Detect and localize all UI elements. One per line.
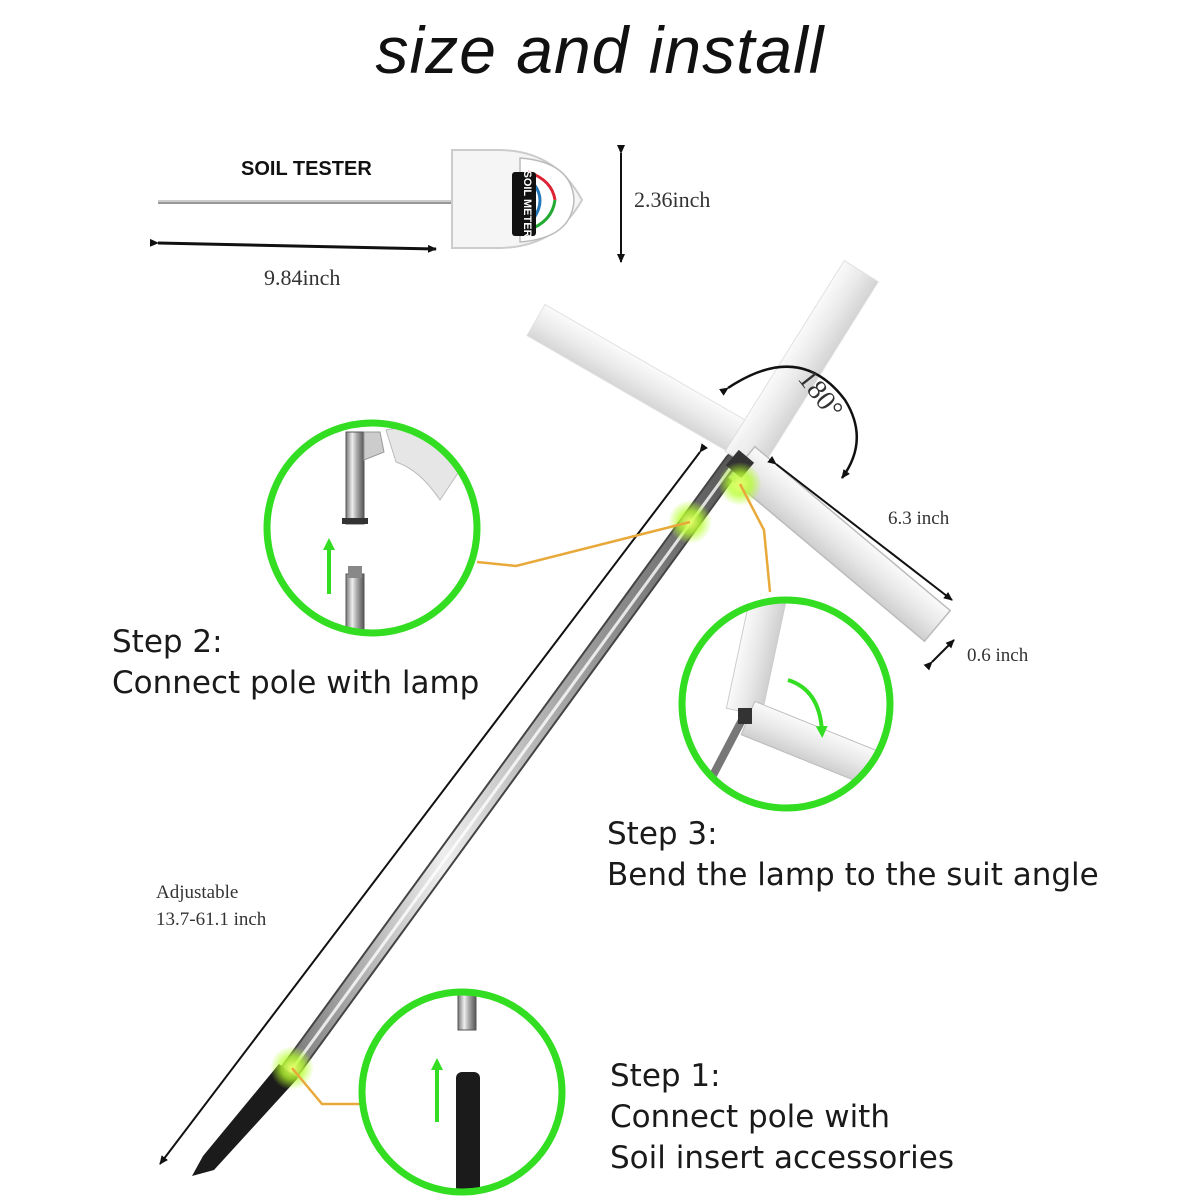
lamp-width-label: 0.6 inch bbox=[967, 645, 1029, 666]
step3-text: Step 3: Bend the lamp to the suit angle bbox=[607, 814, 1099, 896]
adjustable-range-label: 13.7-61.1 inch bbox=[156, 909, 267, 930]
step1-text: Step 1: Connect pole with Soil insert ac… bbox=[610, 1056, 954, 1179]
tester-length-label: 9.84inch bbox=[264, 265, 341, 290]
step1-line1: Connect pole with bbox=[610, 1099, 890, 1135]
meter-label-plate bbox=[512, 172, 536, 236]
lamp-width-dimension bbox=[923, 639, 955, 671]
step2-text: Step 2: Connect pole with lamp bbox=[112, 622, 479, 704]
page-title: size and install bbox=[375, 13, 825, 87]
adjustable-label: Adjustable bbox=[156, 882, 239, 903]
lamp-panels bbox=[526, 259, 952, 643]
tester-height-label: 2.36inch bbox=[634, 187, 711, 212]
step3-line1: Bend the lamp to the suit angle bbox=[607, 857, 1099, 893]
rotation-arrow bbox=[719, 365, 858, 479]
soil-tester-label: SOIL TESTER bbox=[241, 158, 372, 180]
lamp-length-dimension bbox=[767, 455, 953, 601]
step3-detail-circle bbox=[678, 596, 894, 812]
step1-detail-circle bbox=[358, 988, 566, 1196]
soil-tester-illustration bbox=[158, 149, 584, 249]
lamp-length-label: 6.3 inch bbox=[888, 508, 950, 529]
step2-detail-circle bbox=[263, 419, 481, 637]
step1-line2: Soil insert accessories bbox=[610, 1140, 954, 1176]
step2-line1: Connect pole with lamp bbox=[112, 665, 480, 701]
step1-heading: Step 1: bbox=[610, 1058, 721, 1094]
step3-heading: Step 3: bbox=[607, 816, 718, 852]
pole-length-dimension bbox=[159, 443, 709, 1165]
meter-label: SOIL METER bbox=[521, 170, 533, 237]
step2-heading: Step 2: bbox=[112, 624, 223, 660]
connector-lines bbox=[291, 483, 772, 1106]
tester-length-dimension bbox=[149, 238, 437, 253]
